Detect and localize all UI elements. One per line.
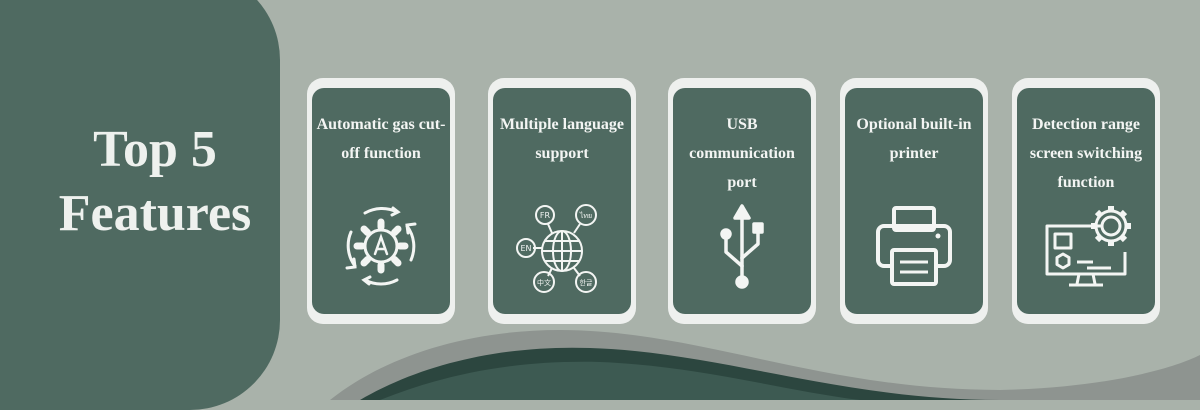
feature-card-printer: Optional built-in printer bbox=[840, 78, 988, 324]
feature-card-body: Multiple language support FR ไทย EN 中文 한… bbox=[493, 88, 631, 314]
page-title: Top 5 Features bbox=[10, 118, 300, 246]
feature-card-usb: USB communication port bbox=[668, 78, 816, 324]
feature-label: Detection range screen switching functio… bbox=[1029, 116, 1143, 191]
auto-gear-cycle-icon bbox=[312, 196, 450, 296]
feature-card-body: Detection range screen switching functio… bbox=[1017, 88, 1155, 314]
background-wave bbox=[330, 330, 1200, 400]
feature-card-gas-cutoff: Automatic gas cut-off function bbox=[307, 78, 455, 324]
feature-label: Optional built-in printer bbox=[856, 116, 972, 162]
feature-label: Multiple language support bbox=[499, 116, 624, 162]
feature-card-range-switching: Detection range screen switching functio… bbox=[1012, 78, 1160, 324]
monitor-settings-icon bbox=[1017, 196, 1155, 296]
title-panel bbox=[0, 0, 280, 410]
icon-label-thai: ไทย bbox=[579, 211, 592, 220]
feature-label: Automatic gas cut-off function bbox=[316, 116, 446, 162]
printer-icon bbox=[845, 196, 983, 296]
feature-card-body: Automatic gas cut-off function bbox=[312, 88, 450, 314]
icon-label-fr: FR bbox=[540, 211, 551, 220]
feature-card-body: USB communication port bbox=[673, 88, 811, 314]
icon-label-korean: 한글 bbox=[580, 279, 593, 287]
globe-languages-icon: FR ไทย EN 中文 한글 bbox=[493, 196, 631, 296]
icon-label-en: EN bbox=[520, 244, 531, 253]
title-line-1: Top 5 bbox=[93, 121, 217, 178]
usb-icon bbox=[673, 196, 811, 296]
feature-card-language: Multiple language support FR ไทย EN 中文 한… bbox=[488, 78, 636, 324]
feature-label: USB communication port bbox=[689, 116, 795, 191]
title-line-2: Features bbox=[58, 185, 252, 242]
feature-card-body: Optional built-in printer bbox=[845, 88, 983, 314]
icon-label-chinese: 中文 bbox=[537, 278, 551, 287]
